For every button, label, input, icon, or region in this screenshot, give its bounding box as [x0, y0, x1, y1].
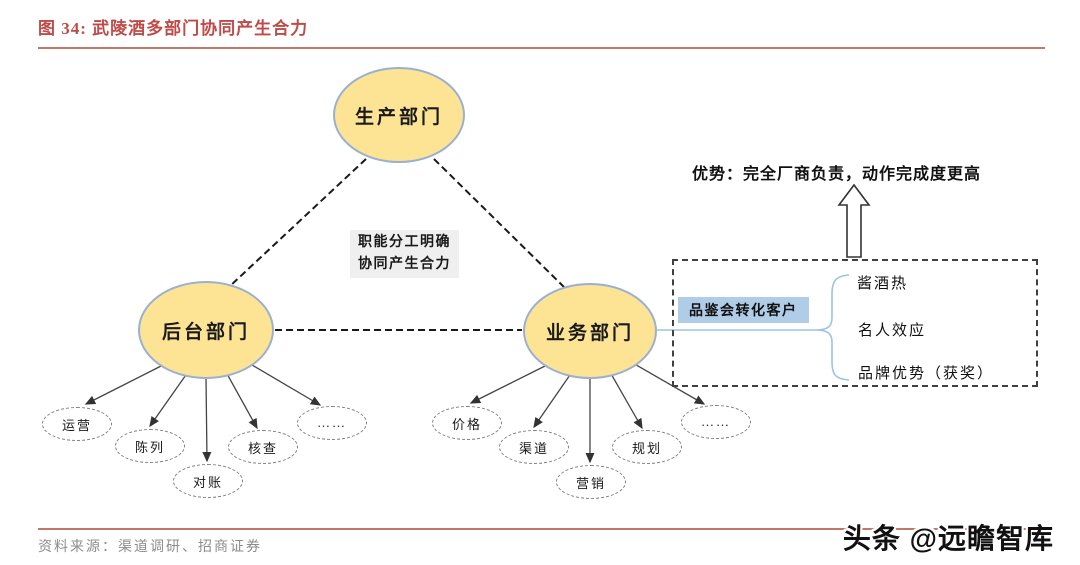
advantage-text: 优势：完全厂商负责，动作完成度更高: [692, 166, 982, 183]
center-note-line1: 职能分工明确: [358, 234, 451, 250]
figure-title: 图 34: 武陵酒多部门协同产生合力: [38, 19, 309, 38]
child-biz-more: ……: [681, 405, 751, 439]
right-item-mingrenxiaoying: 名人效应: [858, 323, 927, 339]
blue-brace: [815, 274, 850, 381]
child-yingxiao: 营销: [556, 465, 626, 499]
node-business: 业务部门: [523, 283, 657, 379]
center-note-line2: 协同产生合力: [358, 257, 451, 272]
arrow-backoffice-chenlie: [149, 371, 189, 428]
center-note: 职能分工明确 协同产生合力: [350, 230, 459, 278]
right-item-jiangjiure: 酱酒热: [857, 276, 909, 292]
child-duizhang: 对账: [173, 464, 243, 498]
arrow-backoffice-yunying: [84, 362, 168, 405]
arrow-business-more: [630, 361, 706, 405]
child-jiage: 价格: [432, 406, 502, 440]
toutiao-watermark: 头条 @远瞻智库: [842, 523, 1054, 554]
title-underline: [38, 47, 1045, 49]
tasting-conversion-label: 品鉴会转化客户: [678, 297, 809, 323]
arrow-backoffice-more: [246, 361, 322, 406]
arrow-business-guihua: [609, 371, 643, 430]
child-guihua: 规划: [612, 430, 682, 464]
child-yunying: 运营: [42, 407, 112, 441]
child-qudao: 渠道: [499, 430, 569, 464]
arrow-business-qudao: [533, 371, 573, 429]
child-back-more: ……: [297, 406, 367, 440]
up-block-arrow-icon: [837, 183, 871, 258]
arrow-business-jiage: [469, 362, 552, 404]
right-item-pinpaiyoushi: 品牌优势（获奖）: [858, 366, 995, 382]
child-hecha: 核查: [228, 430, 298, 464]
conversion-dashed-box: [672, 259, 1038, 387]
footer-rule: [38, 528, 1045, 530]
node-production: 生产部门: [333, 67, 465, 163]
dashed-edge-production-business: [433, 158, 565, 288]
arrow-backoffice-duizhang: [202, 376, 212, 463]
source-note: 资料来源：渠道调研、招商证券: [38, 540, 262, 555]
child-chenlie: 陈列: [115, 429, 185, 463]
arrow-backoffice-hecha: [225, 371, 258, 430]
dashed-edge-production-backoffice: [228, 158, 367, 288]
node-backoffice: 后台部门: [138, 281, 274, 379]
